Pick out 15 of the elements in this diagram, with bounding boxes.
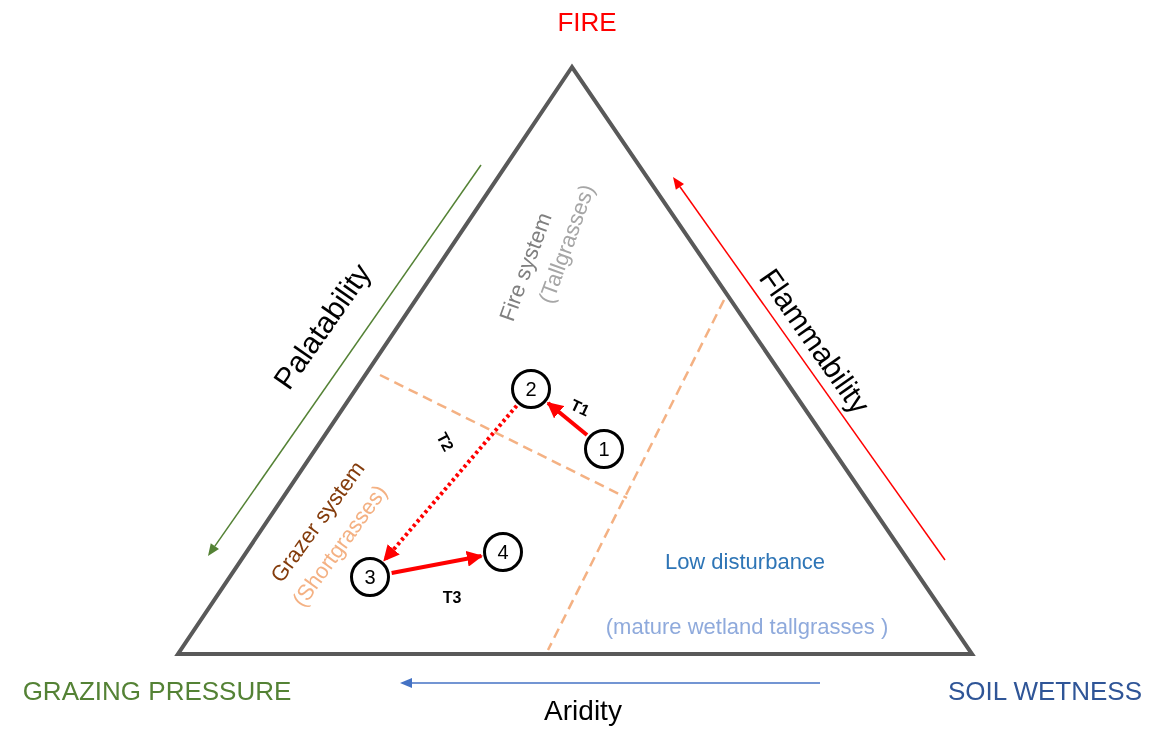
axis-label: Aridity — [544, 695, 622, 727]
arrow — [382, 404, 519, 562]
arrow — [546, 401, 589, 437]
zone-label: Low disturbance — [664, 549, 826, 575]
vertex-label: SOIL WETNESS — [947, 676, 1143, 706]
edge-label: T2 — [432, 429, 458, 455]
edge-label: T3 — [442, 589, 462, 607]
arrow — [391, 550, 483, 575]
state-circle: 1 — [584, 429, 624, 469]
vertex-label: FIRE — [557, 7, 617, 37]
state-circle: 4 — [483, 532, 523, 572]
vertex-label: GRAZING PRESSURE — [22, 676, 292, 706]
state-circle: 2 — [511, 369, 551, 409]
zone-label: (mature wetland tallgrasses ) — [605, 614, 889, 640]
edge-label: T1 — [567, 396, 593, 420]
